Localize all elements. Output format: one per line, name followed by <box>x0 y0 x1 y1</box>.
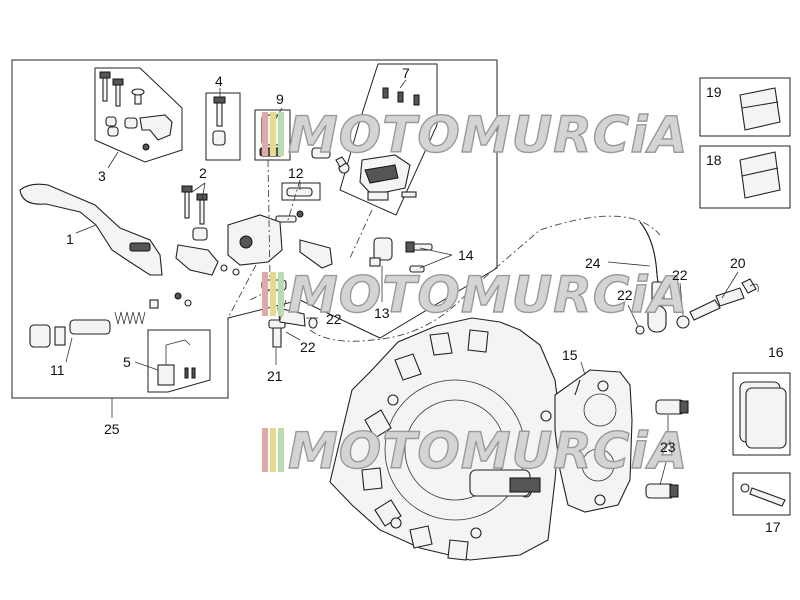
brake-disc <box>329 317 561 561</box>
label-13: 13 <box>374 305 390 321</box>
master-cylinder-assembly-outline <box>11 59 498 399</box>
part-4-kit <box>205 92 241 161</box>
label-21: 21 <box>267 368 283 384</box>
caliper-bolts <box>645 399 689 499</box>
label-20: 20 <box>730 255 746 271</box>
label-9: 9 <box>276 91 284 107</box>
label-22-d: 22 <box>672 267 688 283</box>
label-18: 18 <box>706 152 722 168</box>
svg-text:MOTOMURCiA: MOTOMURCiA <box>288 266 688 324</box>
label-25: 25 <box>104 421 120 437</box>
part-7-reservoir-kit <box>338 63 438 216</box>
part-18-box <box>699 145 791 209</box>
label-5: 5 <box>123 354 131 370</box>
label-12: 12 <box>288 165 304 181</box>
label-24: 24 <box>585 255 601 271</box>
brake-switch <box>147 329 211 393</box>
label-15: 15 <box>562 347 578 363</box>
bleeder-valve <box>689 278 759 321</box>
master-cylinder-body <box>175 214 287 291</box>
brake-lever <box>19 183 163 276</box>
leader-lines <box>65 79 739 486</box>
label-1: 1 <box>66 231 74 247</box>
part-3-kit <box>94 67 183 163</box>
label-7: 7 <box>402 65 410 81</box>
label-17: 17 <box>765 519 781 535</box>
label-22-b: 22 <box>300 339 316 355</box>
label-23: 23 <box>660 439 676 455</box>
part-labels: 1 2 3 4 5 7 9 11 12 13 14 15 16 17 18 19… <box>50 65 784 535</box>
label-3: 3 <box>98 168 106 184</box>
svg-text:MOTOMURCiA: MOTOMURCiA <box>288 106 688 164</box>
label-11: 11 <box>50 362 65 378</box>
brake-hose <box>635 221 690 335</box>
part-17-pad-pin <box>732 472 791 516</box>
label-19: 19 <box>706 84 722 100</box>
label-4: 4 <box>215 73 223 89</box>
part-19-box <box>699 77 791 137</box>
part-16-brake-pads <box>732 372 791 456</box>
label-14: 14 <box>458 247 474 263</box>
piston-assembly <box>29 292 192 348</box>
label-22-c: 22 <box>617 287 633 303</box>
label-16: 16 <box>768 344 784 360</box>
svg-text:MOTOMURCiA: MOTOMURCiA <box>288 422 688 480</box>
part-12-fitting <box>275 182 321 223</box>
watermark-middle: MOTOMURCiA <box>262 265 688 325</box>
brake-caliper <box>554 369 633 513</box>
watermark-bottom: MOTOMURCiA <box>262 421 688 481</box>
label-2: 2 <box>199 165 207 181</box>
watermark-top: MOTOMURCiA <box>262 105 688 165</box>
label-22-a: 22 <box>326 311 342 327</box>
